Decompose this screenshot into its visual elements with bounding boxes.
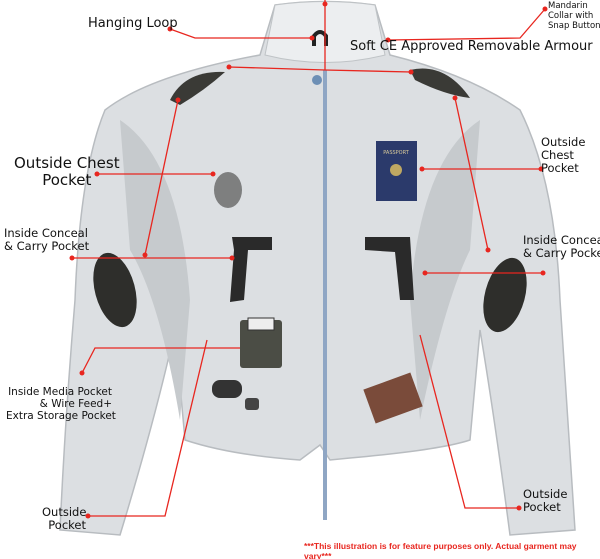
label-line: Outside xyxy=(42,505,87,519)
hanging-loop xyxy=(312,30,328,46)
label-line: Extra Storage Pocket xyxy=(6,410,116,423)
label-media-pocket: Inside Media Pocket & Wire Feed+ Extra S… xyxy=(6,386,116,423)
label-line: Inside Conceal xyxy=(523,233,600,247)
label-conceal-left: Inside Conceal & Carry Pocket xyxy=(4,226,90,254)
label-line: Pocket xyxy=(541,161,579,176)
passport-emblem xyxy=(390,164,402,176)
label-outside-pocket-left: Outside Pocket xyxy=(42,505,87,533)
passport-title: PASSPORT xyxy=(383,150,410,156)
label-outside-pocket-right: Outside Pocket xyxy=(523,487,568,515)
label-outside-chest-right: Outside Chest Pocket xyxy=(541,135,586,176)
pistol-right xyxy=(365,237,414,300)
jacket-body xyxy=(59,0,576,536)
snap-button xyxy=(312,75,322,85)
armour-shoulder-right xyxy=(410,68,470,98)
label-line: Snap Button xyxy=(548,20,600,31)
label-line: Pocket xyxy=(48,518,86,533)
label-armour: Soft CE Approved Removable Armour xyxy=(350,39,593,54)
label-line: & Wire Feed+ xyxy=(39,398,112,411)
label-line: Pocket xyxy=(42,171,92,190)
label-line: Inside Conceal xyxy=(4,226,88,240)
pistol-left xyxy=(230,237,272,302)
wallet xyxy=(363,372,423,424)
armour-elbow-right xyxy=(483,257,527,333)
label-outside-chest-left: Outside Chest Pocket xyxy=(14,154,120,190)
label-line: Pocket xyxy=(523,500,561,515)
label-line: Outside Chest xyxy=(14,154,120,172)
media-pocket-phone xyxy=(240,320,282,368)
label-hanging-loop: Hanging Loop xyxy=(88,16,178,31)
label-line: Chest xyxy=(541,148,574,163)
label-line: Outside xyxy=(523,487,568,501)
label-line: & Carry Pocket xyxy=(4,239,90,254)
label-conceal-right: Inside Conceal & Carry Pocket xyxy=(523,233,600,261)
label-line: Inside Media Pocket xyxy=(8,386,112,398)
label-line: & Carry Pocket xyxy=(523,246,600,261)
disclaimer: ***This illustration is for feature purp… xyxy=(304,541,577,559)
label-mandarin-collar: Mandarin Collar with Snap Button xyxy=(548,1,600,31)
sunglasses-icon xyxy=(214,172,242,208)
key xyxy=(245,398,259,410)
phone xyxy=(247,317,275,331)
leader-dots xyxy=(69,1,548,519)
label-line: Collar with xyxy=(548,10,594,21)
leader-lines xyxy=(72,0,546,517)
armour-shoulder-left xyxy=(170,71,225,105)
armour-elbow-left xyxy=(93,252,137,328)
label-line: Outside xyxy=(541,135,586,149)
label-line: Mandarin xyxy=(548,1,588,11)
car-key-fob xyxy=(212,380,242,398)
